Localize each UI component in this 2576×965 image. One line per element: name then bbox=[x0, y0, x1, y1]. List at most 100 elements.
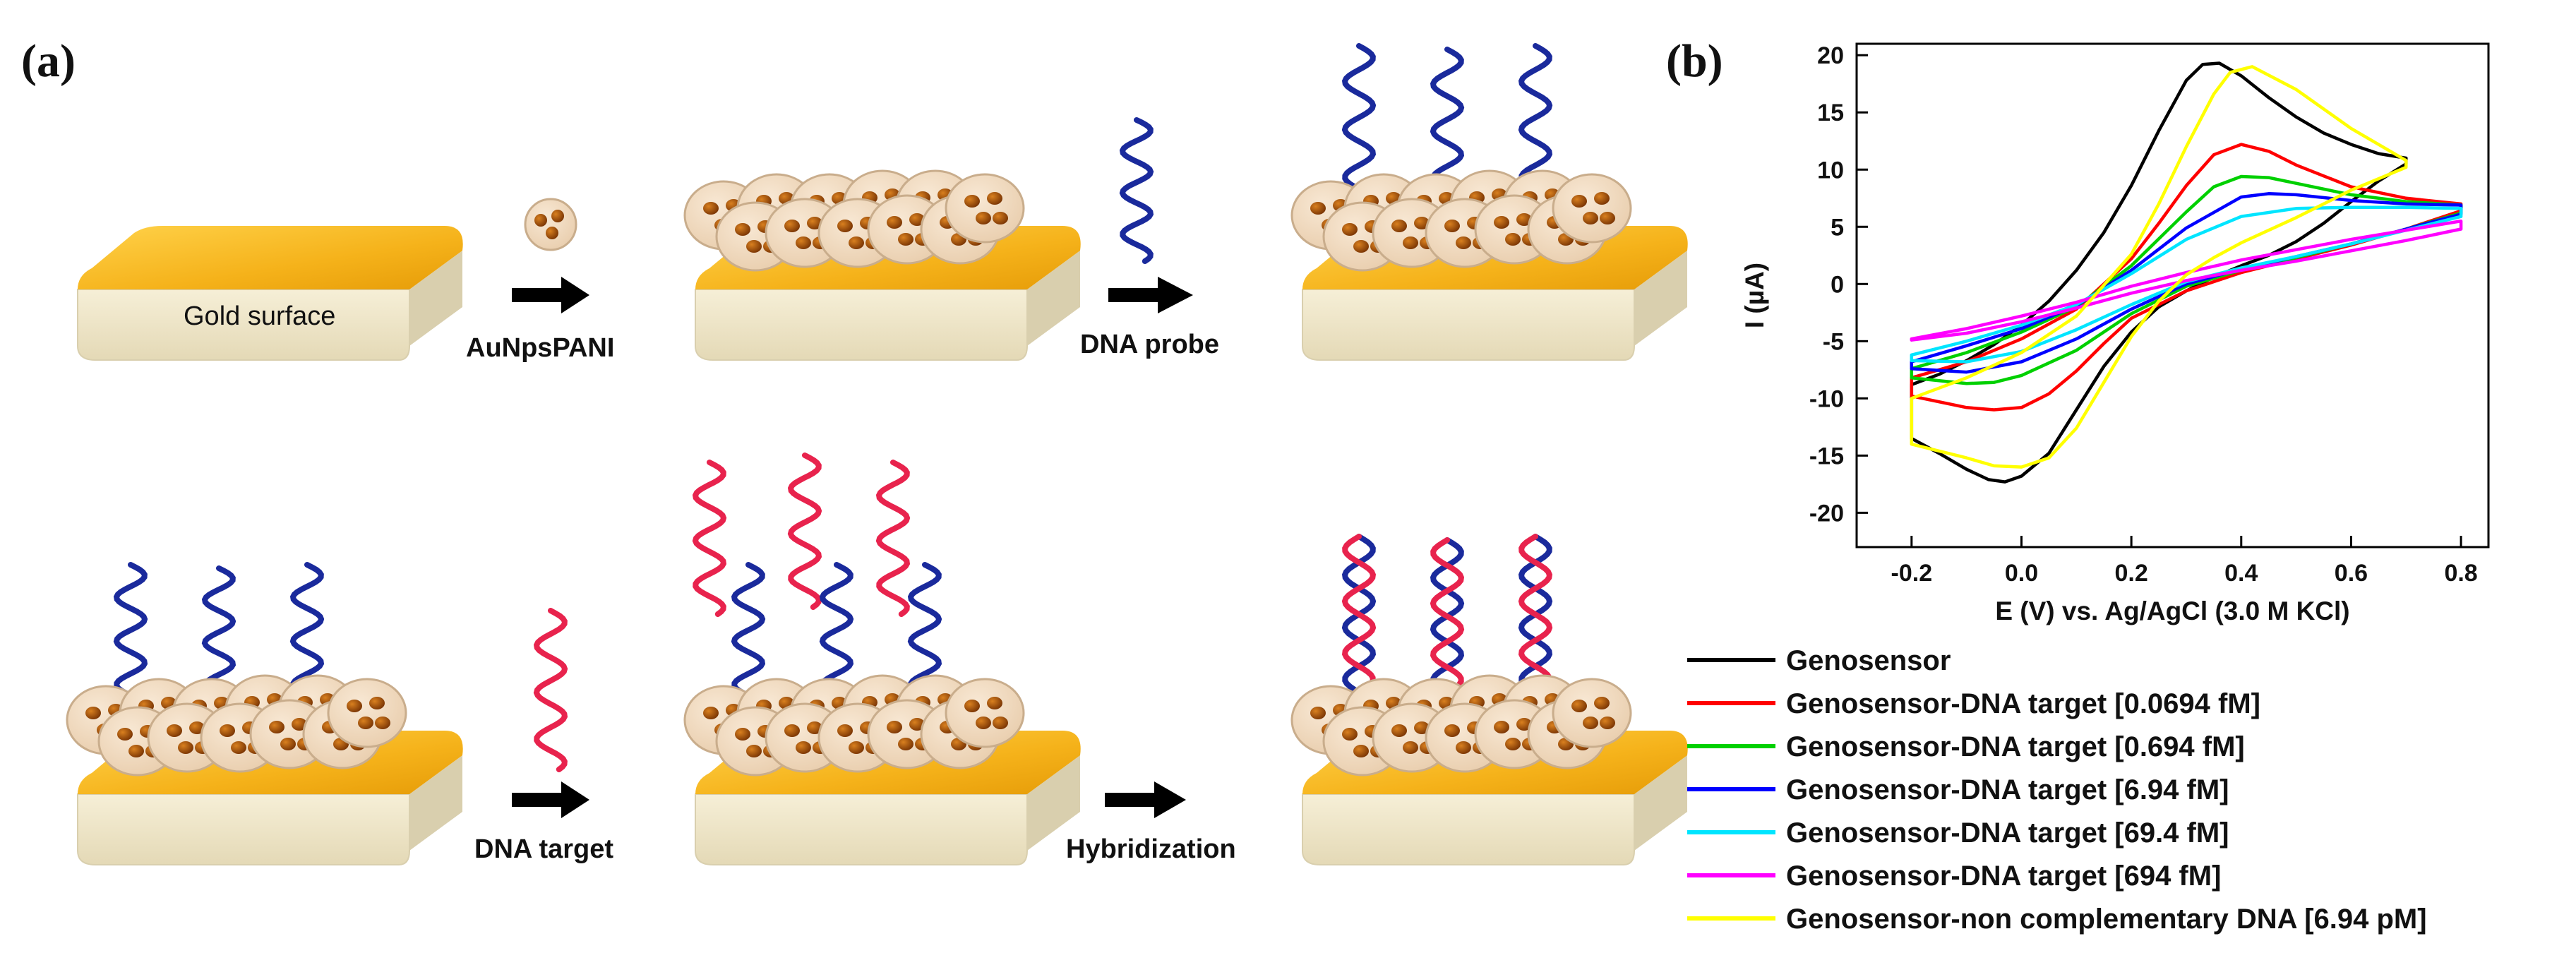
au-core-icon bbox=[703, 202, 719, 215]
target-strand-icon bbox=[692, 460, 727, 617]
au-core-icon bbox=[1444, 220, 1460, 232]
panel-b-letter: (b) bbox=[1666, 35, 1723, 87]
au-core-icon bbox=[1391, 220, 1407, 232]
au-core-icon bbox=[887, 721, 902, 733]
au-np-pani-particle bbox=[327, 678, 407, 748]
particle-layer bbox=[683, 169, 1025, 272]
au-core-icon bbox=[1403, 741, 1418, 754]
particle-layer bbox=[66, 674, 407, 777]
probe-strand-icon bbox=[1341, 43, 1377, 211]
au-core-icon bbox=[1444, 724, 1460, 737]
x-tick-label: 0.8 bbox=[2444, 560, 2477, 587]
cv-series-line bbox=[1910, 205, 2463, 364]
au-core-icon bbox=[269, 721, 284, 733]
panel-a-letter: (a) bbox=[21, 35, 76, 87]
legend-item: Genosensor-DNA target [6.94 fM] bbox=[1687, 774, 2229, 805]
au-core-icon bbox=[993, 717, 1008, 729]
legend-item: Genosensor-DNA target [69.4 fM] bbox=[1687, 817, 2229, 849]
slab-base bbox=[1302, 289, 1635, 361]
au-core-icon bbox=[784, 220, 800, 232]
target-strand-icon bbox=[1430, 537, 1465, 716]
step-label-probe: DNA probe bbox=[1080, 330, 1219, 359]
slab-side bbox=[1634, 251, 1687, 346]
au-core-icon bbox=[746, 240, 762, 253]
y-axis-title: I (µA) bbox=[1740, 263, 1769, 328]
target-added-surface bbox=[683, 452, 1081, 865]
y-tick-label: 0 bbox=[1831, 271, 1844, 298]
step-label-target: DNA target bbox=[474, 834, 613, 864]
au-core-icon bbox=[849, 236, 864, 249]
slab-base bbox=[695, 289, 1028, 361]
au-core-icon bbox=[128, 745, 144, 757]
arrow-target: DNA target bbox=[474, 608, 613, 864]
au-core-icon bbox=[837, 724, 853, 737]
particle-layer bbox=[683, 674, 1025, 777]
legend-label: Genosensor-DNA target [0.0694 fM] bbox=[1786, 688, 2260, 719]
legend-item: Genosensor-DNA target [0.694 fM] bbox=[1687, 731, 2245, 762]
x-tick-label: 0.4 bbox=[2224, 560, 2258, 587]
legend-label: Genosensor-DNA target [694 fM] bbox=[1786, 861, 2221, 892]
legend-label: Genosensor bbox=[1786, 645, 1951, 676]
au-core-icon bbox=[1494, 216, 1509, 229]
au-core-icon bbox=[117, 728, 133, 741]
legend-label: Genosensor-non complementary DNA [6.94 p… bbox=[1786, 904, 2427, 935]
cv-series-line bbox=[1910, 65, 2408, 469]
slab-side bbox=[1027, 755, 1080, 851]
au-core-icon bbox=[85, 707, 101, 719]
au-np-pani-particle bbox=[1552, 173, 1632, 244]
gold-surface-step: Gold surface bbox=[77, 226, 463, 361]
particle-layer bbox=[1290, 674, 1632, 777]
arrow-np: AuNpsPANI bbox=[466, 198, 614, 363]
slab-base bbox=[77, 793, 410, 865]
y-tick-label: -5 bbox=[1823, 328, 1844, 355]
arrow-np-icon bbox=[512, 277, 589, 313]
slab-base bbox=[77, 289, 410, 361]
slab-base bbox=[695, 793, 1028, 865]
particle-layer bbox=[1290, 169, 1632, 272]
au-core-icon bbox=[735, 728, 750, 741]
au-core-icon bbox=[784, 724, 800, 737]
au-core-icon bbox=[1600, 212, 1615, 224]
au-core-icon bbox=[964, 700, 980, 712]
au-core-icon bbox=[964, 195, 980, 208]
y-tick-label: 20 bbox=[1817, 42, 1844, 69]
arrow-hyb: Hybridization bbox=[1066, 781, 1236, 864]
au-core-icon bbox=[746, 745, 762, 757]
au-core-icon bbox=[976, 717, 991, 729]
au-core-icon bbox=[1600, 717, 1615, 729]
y-tick-label: -10 bbox=[1809, 385, 1844, 412]
au-core-icon bbox=[1583, 717, 1598, 729]
cv-series-line bbox=[1910, 219, 2463, 342]
au-core-icon bbox=[735, 223, 750, 236]
au-core-icon bbox=[1571, 195, 1587, 208]
au-core-icon bbox=[987, 192, 1002, 205]
au-core-icon bbox=[1494, 721, 1509, 733]
y-tick-label: 15 bbox=[1817, 100, 1844, 126]
au-core-icon bbox=[976, 212, 991, 224]
slab-side bbox=[1634, 755, 1687, 851]
slab-side bbox=[1027, 251, 1080, 346]
au-core-icon bbox=[1403, 236, 1418, 249]
au-core-icon bbox=[898, 233, 913, 246]
step-label-hyb: Hybridization bbox=[1066, 834, 1236, 864]
arrow-target-icon bbox=[512, 781, 589, 818]
au-core-icon bbox=[369, 697, 385, 709]
au-core-icon bbox=[703, 707, 719, 719]
au-core-icon bbox=[1310, 202, 1326, 215]
au-np-pani-particle bbox=[945, 173, 1025, 244]
au-core-icon bbox=[1583, 212, 1598, 224]
legend-label: Genosensor-DNA target [0.694 fM] bbox=[1786, 731, 2245, 762]
arrow-probe-icon bbox=[1108, 277, 1193, 313]
y-tick-label: 10 bbox=[1817, 157, 1844, 184]
au-core-icon bbox=[1505, 738, 1521, 750]
slab-side bbox=[409, 755, 462, 851]
au-core-icon bbox=[1571, 700, 1587, 712]
au-core-icon bbox=[220, 724, 235, 737]
legend-label: Genosensor-DNA target [6.94 fM] bbox=[1786, 774, 2229, 805]
au-core-icon bbox=[1342, 728, 1358, 741]
au-core-icon bbox=[837, 220, 853, 232]
